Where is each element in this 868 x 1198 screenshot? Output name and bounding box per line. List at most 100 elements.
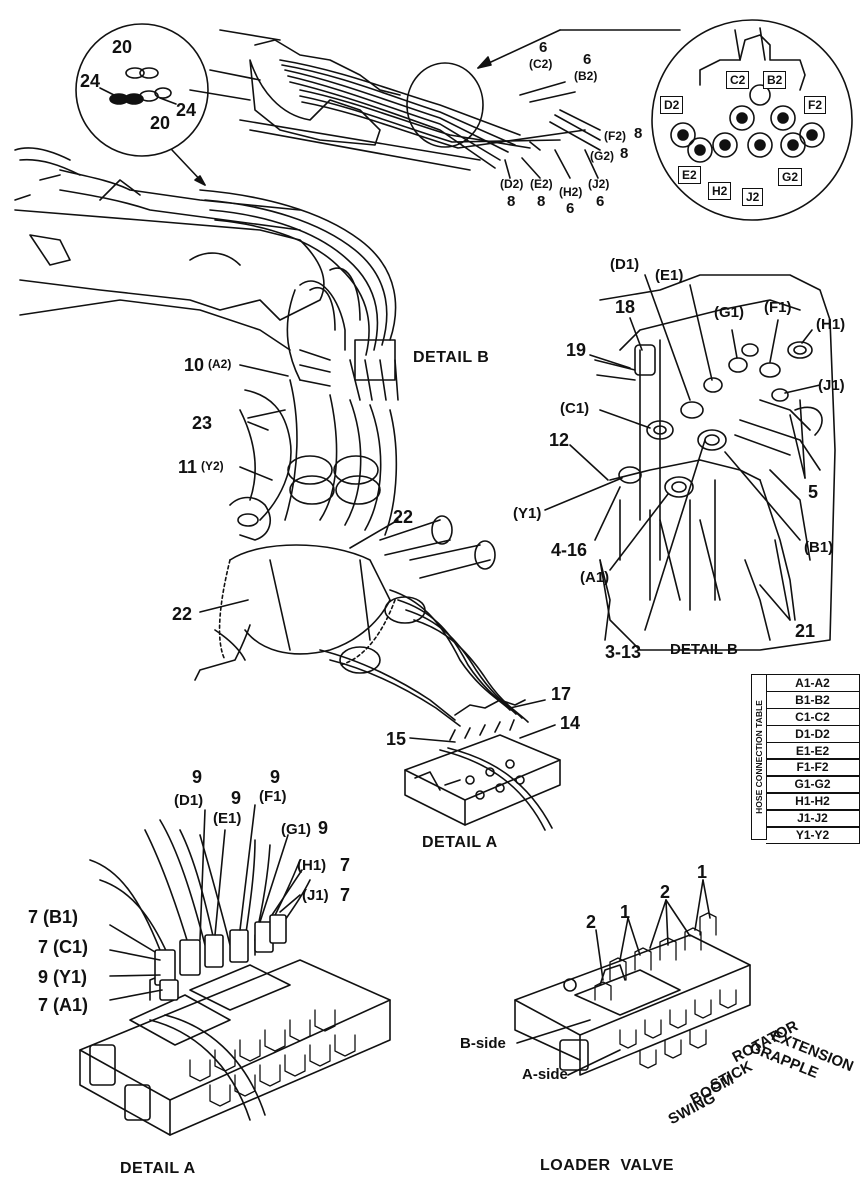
detail-b-c1: (C1) xyxy=(560,400,590,417)
table-row: Y1-Y2 xyxy=(766,826,860,845)
callout-24-right: 24 xyxy=(176,100,197,120)
detail-b-4-16: 4-16 xyxy=(551,540,588,560)
detail-b-y1: (Y1) xyxy=(513,505,542,522)
swing-body-assembly xyxy=(194,379,529,727)
detail-a-small-valve xyxy=(404,719,561,831)
callout-6-c2: 6 xyxy=(539,39,548,56)
port-label-e2: E2 xyxy=(678,166,701,184)
loader-valve-caption: LOADER VALVE xyxy=(540,1157,674,1174)
port-label-d2: D2 xyxy=(660,96,684,114)
table-row: A1-A2 xyxy=(766,674,860,693)
detail-circle-fittings xyxy=(75,23,209,186)
callout-6-j2: 6 xyxy=(596,193,605,210)
detail-b-title: DETAIL B xyxy=(413,349,490,366)
table-row: G1-G2 xyxy=(766,775,860,794)
detail-a-f1: (F1) xyxy=(259,788,287,805)
callout-6-b2-sub: (B2) xyxy=(574,69,598,83)
callout-6-h2-sub: (H2) xyxy=(559,185,583,199)
detail-b-caption: DETAIL B xyxy=(670,641,738,658)
main-leader-lines xyxy=(199,141,599,743)
loader-valve-2-left: 2 xyxy=(586,912,597,932)
detail-a-j1: (J1) xyxy=(302,887,329,904)
detail-a-caption: DETAIL A xyxy=(120,1160,196,1177)
port-label-c2: C2 xyxy=(726,71,750,89)
detail-a-9-f1: 9 xyxy=(270,767,281,787)
callout-6-j2-sub: (J2) xyxy=(588,177,610,191)
detail-a-b1: 7 (B1) xyxy=(28,907,79,927)
callout-8-f2-sub: (F2) xyxy=(604,129,626,143)
loader-valve-b-side: B-side xyxy=(460,1035,506,1052)
callout-8-d2: 8 xyxy=(507,193,516,210)
callout-15: 15 xyxy=(386,729,407,749)
callout-20-top: 20 xyxy=(112,37,133,57)
callout-17: 17 xyxy=(551,684,572,704)
detail-a-9-e1: 9 xyxy=(231,788,242,808)
callout-24-left: 24 xyxy=(80,71,101,91)
detail-a-d1: (D1) xyxy=(174,792,204,809)
loader-valve-drawing xyxy=(514,879,751,1076)
detail-a-9-d1: 9 xyxy=(192,767,203,787)
callout-22-lower: 22 xyxy=(172,604,193,624)
detail-b-18: 18 xyxy=(615,297,636,317)
callout-11: 11 xyxy=(178,457,198,477)
detail-a-c1: 7 (C1) xyxy=(38,937,89,957)
port-label-b2: B2 xyxy=(763,71,787,89)
detail-b-12: 12 xyxy=(549,430,570,450)
loader-valve-1-right: 1 xyxy=(697,862,708,882)
callout-8-d2-sub: (D2) xyxy=(500,177,524,191)
detail-b-f1: (F1) xyxy=(764,299,792,316)
callout-8-g2-sub: (G2) xyxy=(590,149,614,163)
detail-b-5: 5 xyxy=(808,482,819,502)
callout-6-b2: 6 xyxy=(583,51,592,68)
table-row: C1-C2 xyxy=(766,707,860,727)
table-row: E1-E2 xyxy=(766,741,860,760)
table-row: F1-F2 xyxy=(766,758,860,777)
callout-10-sub: (A2) xyxy=(208,357,232,371)
hose-connection-table: A1-A2 B1-B2 C1-C2 D1-D2 E1-E2 F1-F2 G1-G… xyxy=(766,674,860,845)
callout-22-upper: 22 xyxy=(393,507,414,527)
callout-14: 14 xyxy=(560,713,581,733)
detail-b-j1: (J1) xyxy=(818,377,845,394)
table-row: D1-D2 xyxy=(766,724,860,744)
detail-circle-fitting-block xyxy=(651,19,853,221)
loader-valve-1-left: 1 xyxy=(620,902,631,922)
callout-8-e2-sub: (E2) xyxy=(530,177,553,191)
detail-b-3-13: 3-13 xyxy=(605,642,642,662)
main-boom-assembly xyxy=(14,147,399,401)
detail-a-g1: (G1) xyxy=(281,821,311,838)
detail-b-19: 19 xyxy=(566,340,587,360)
loader-valve-2-right: 2 xyxy=(660,882,671,902)
detail-a-e1: (E1) xyxy=(213,810,242,827)
loader-valve-a-side: A-side xyxy=(522,1066,568,1083)
port-label-g2: G2 xyxy=(778,168,803,186)
detail-b-g1: (G1) xyxy=(714,304,744,321)
detail-a-h1: (H1) xyxy=(297,857,327,874)
callout-10: 10 xyxy=(184,355,205,375)
detail-a-9-g1: 9 xyxy=(318,818,329,838)
detail-a-7-h1: 7 xyxy=(340,855,351,875)
table-row: B1-B2 xyxy=(766,690,860,710)
detail-b-b1: (B1) xyxy=(804,539,834,556)
detail-a-large-valve xyxy=(79,804,391,1136)
table-row: J1-J2 xyxy=(766,809,860,828)
detail-a-7-j1: 7 xyxy=(340,885,351,905)
hose-table-title: HOSE CONNECTION TABLE xyxy=(751,674,767,840)
port-label-h2: H2 xyxy=(708,182,732,200)
callout-8-g2: 8 xyxy=(620,145,629,162)
upper-boom-assembly xyxy=(189,29,681,171)
detail-b-valve-drawing xyxy=(544,274,836,651)
callout-8-f2: 8 xyxy=(634,125,643,142)
detail-b-h1: (H1) xyxy=(816,316,846,333)
detail-a-y1: 9 (Y1) xyxy=(38,967,88,987)
callout-6-c2-sub: (C2) xyxy=(529,57,553,71)
callout-8-e2: 8 xyxy=(537,193,546,210)
callout-23: 23 xyxy=(192,413,213,433)
detail-b-a1: (A1) xyxy=(580,569,610,586)
callout-11-sub: (Y2) xyxy=(201,459,224,473)
table-row: H1-H2 xyxy=(766,792,860,811)
detail-b-d1: (D1) xyxy=(610,256,640,273)
callout-20-bottom: 20 xyxy=(150,113,171,133)
detail-a-a1: 7 (A1) xyxy=(38,995,89,1015)
detail-b-e1: (E1) xyxy=(655,267,684,284)
